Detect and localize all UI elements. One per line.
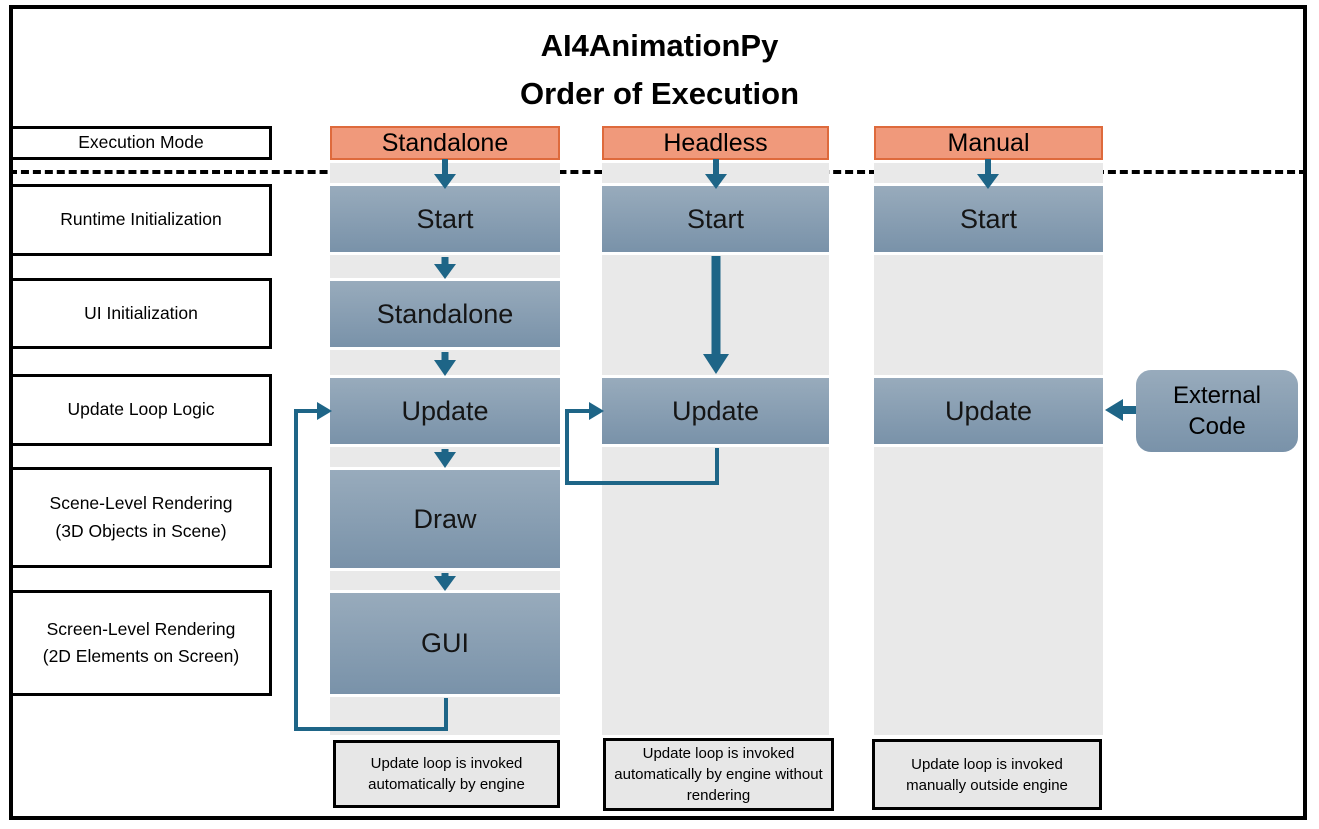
node-headless-start: Start (602, 183, 829, 255)
row-label-ui-initialization: UI Initialization (10, 278, 272, 349)
note-standalone: Update loop is invoked automatically by … (333, 740, 560, 808)
mode-header-standalone: Standalone (330, 126, 560, 160)
row-label-update-loop-logic: Update Loop Logic (10, 374, 272, 446)
node-headless-update: Update (602, 375, 829, 447)
node-label: GUI (420, 628, 469, 658)
node-label: Start (686, 203, 745, 234)
row-label-scene-level-rendering: Scene-Level Rendering (3D Objects in Sce… (10, 467, 272, 568)
execution-mode-label: Execution Mode (10, 126, 272, 160)
note-text: Update loop is invoked automatically by … (614, 745, 823, 804)
row-label-text: Scene-Level Rendering (49, 493, 233, 514)
node-label: Start (416, 203, 474, 234)
node-label: Update (944, 395, 1033, 426)
row-label-text2: (3D Objects in Scene) (55, 520, 227, 541)
node-manual-update: Update (874, 375, 1103, 447)
title-line-1: AI4AnimationPy (540, 28, 779, 63)
row-label-runtime-initialization: Runtime Initialization (10, 184, 272, 256)
execution-mode-text: Execution Mode (78, 132, 204, 153)
note-manual: Update loop is invoked manually outside … (872, 739, 1102, 810)
mode-header-text: Headless (663, 128, 768, 157)
node-standalone-start: Start (330, 183, 560, 255)
note-text: Update loop is invoked automatically by … (368, 755, 525, 793)
row-label-screen-level-rendering: Screen-Level Rendering (2D Elements on S… (10, 590, 272, 696)
page-title: AI4AnimationPy Order of Execution (0, 22, 1319, 118)
title-line-2: Order of Execution (519, 76, 800, 111)
note-text: Update loop is invoked manually outside … (906, 755, 1068, 794)
node-label: Update (401, 395, 489, 426)
node-manual-start: Start (874, 183, 1103, 255)
note-headless: Update loop is invoked automatically by … (603, 738, 834, 811)
node-external-code: External Code (1136, 370, 1298, 452)
node-label: Update (671, 395, 760, 426)
node-standalone-update: Update (330, 375, 560, 447)
row-label-text: UI Initialization (84, 302, 198, 323)
node-label: External Code (1172, 381, 1262, 440)
row-label-text: Screen-Level Rendering (46, 618, 236, 639)
node-standalone-gui: GUI (330, 590, 560, 697)
node-label: Standalone (376, 298, 514, 329)
row-label-text2: (2D Elements on Screen) (42, 646, 240, 666)
mode-header-text: Manual (947, 128, 1030, 157)
node-label: Draw (413, 503, 477, 534)
row-label-text: Runtime Initialization (60, 209, 222, 230)
node-standalone-standalone: Standalone (330, 278, 560, 350)
node-standalone-draw: Draw (330, 467, 560, 571)
column-band-manual (874, 163, 1103, 735)
mode-header-text: Standalone (381, 128, 509, 157)
row-label-text: Update Loop Logic (67, 399, 215, 420)
mode-header-manual: Manual (874, 126, 1103, 160)
node-label: Start (959, 203, 1018, 234)
mode-header-headless: Headless (602, 126, 829, 160)
